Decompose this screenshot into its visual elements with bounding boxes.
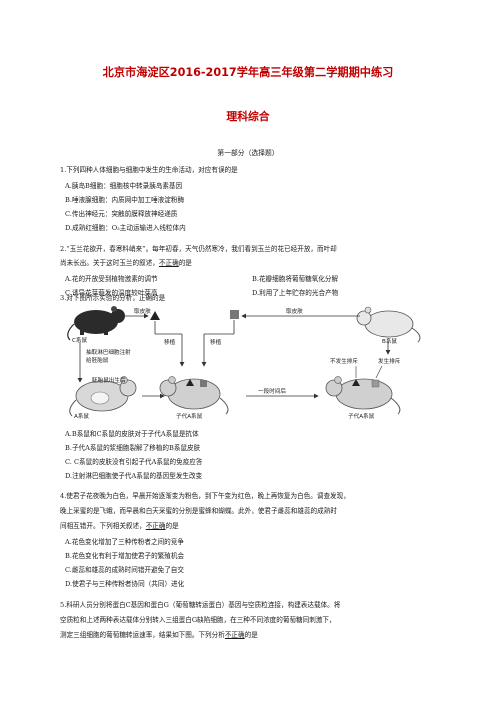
q4-stem-text: 间相互错开。下列相关叙述， <box>60 522 146 530</box>
fig-lymph-label: 抽取淋巴细胞注射给胚胎鼠 <box>86 350 131 364</box>
exam-title: 北京市海淀区2016-2017学年高三年级第二学期期中练习 <box>102 66 394 79</box>
q2-stem-line1: 2.“玉兰花欲开，春寒料峭来”。每年初春，天气仍然寒冷，我们看到玉兰的花已经开放… <box>60 245 337 253</box>
fig-c-mouse-label: C系鼠 <box>72 338 88 344</box>
c-mouse-image <box>67 306 125 341</box>
q2-option-b: B.花瓣细胞将葡萄糖氧化分解 <box>252 275 339 283</box>
b-mouse-image <box>356 306 421 343</box>
fig-skin-left-label: 取皮肤 <box>134 309 151 315</box>
q1-option-b: B.唾液腺细胞：内质网中加工唾液淀粉酶 <box>65 196 185 204</box>
q5-stem-line1: 5.科研人员分别将蛋白C基因和蛋白G（葡萄糖转运蛋白）基因与空质粒连接，构建表达… <box>60 601 341 609</box>
q5-stem-line2: 空质粒和上述两种表达载体分别转入三组蛋白G缺陷细胞，在三种不同浓度的葡萄糖同刺激… <box>60 616 336 624</box>
q3-option-c: C. C系鼠的皮肤没有引起子代A系鼠的免疫应答 <box>65 458 203 466</box>
q2-option-a: A.花的开放受到植物激素的调节 <box>65 275 158 283</box>
q1-stem: 1.下列四种人体细胞与细胞中发生的生命活动，对应有误的是 <box>60 166 238 174</box>
q5-stem-end: 的是 <box>244 631 258 639</box>
q2-stem-text: 尚未长出。关于这时玉兰的叙述， <box>60 259 159 267</box>
q5-stem-line3: 测定三组细胞的葡萄糖转运速率，结果如下图。下列分析不正确的是 <box>60 629 440 642</box>
b-skin-square <box>230 310 239 319</box>
q2-option-c: C.诱导花芽萌发的温度较叶芽高 <box>65 289 158 297</box>
q4-negation-mark: 不正确 <box>145 522 166 530</box>
fig-later-label: 一段时间后 <box>258 389 286 395</box>
child-a-mouse-middle <box>159 376 229 415</box>
section-heading: 第一部分（选择题） <box>217 149 279 157</box>
q4-stem-end: 的是 <box>165 522 179 530</box>
q3-experiment-figure: 取皮肤 取皮肤 移植 移植 C系鼠 B系鼠 抽取淋巴细胞注射给胚胎鼠 胚胎鼠出生… <box>64 304 429 422</box>
q3-option-a: A.B系鼠和C系鼠的皮肤对于子代A系鼠是抗体 <box>65 430 199 438</box>
q3-stem: 3.对下图所示实验的分析，正确的是 <box>60 294 166 302</box>
q2-negation-mark: 不正确 <box>158 259 179 267</box>
fig-skin-right-label: 取皮肤 <box>286 309 303 315</box>
fig-b-mouse-label: B系鼠 <box>382 339 398 345</box>
q4-option-b: B.花色变化有利于增加使君子的繁殖机会 <box>65 552 185 560</box>
fig-graft-label-1: 移植 <box>164 340 176 346</box>
q4-option-d: D.使君子与三种传粉者协同（共同）进化 <box>65 580 185 588</box>
exam-subtitle: 理科综合 <box>226 110 270 123</box>
q1-option-a: A.胰岛B细胞：细胞核中转录胰岛素基因 <box>65 182 183 190</box>
q2-option-d: D.利用了上年贮存的光合产物 <box>252 289 339 297</box>
fig-a-mouse-label: A系鼠 <box>74 414 90 420</box>
q4-stem-line2: 晚上采蜜的是飞蛾，而早晨和白天采蜜的分别是蜜蜂和蝴蝶。此外，使君子雌蕊和雄蕊的成… <box>60 507 337 515</box>
fig-no-reject-label: 不发生排斥 <box>330 359 358 365</box>
q1-option-d: D.成熟红细胞：O₂主动运输进入线粒体内 <box>65 224 186 232</box>
q4-option-a: A.花色变化增加了三种传粉者之间的竞争 <box>65 538 184 546</box>
child-a-mouse-right <box>325 376 401 415</box>
q2-stem-end: 的是 <box>178 259 192 267</box>
q3-option-d: D.注射淋巴细胞使子代A系鼠的基因型发生改变 <box>65 472 203 480</box>
fig-embryo-label: 胚胎鼠出生后 <box>92 378 126 384</box>
c-skin-triangle <box>150 311 160 320</box>
experiment-diagram <box>67 306 421 417</box>
q5-negation-mark: 不正确 <box>224 631 245 639</box>
q3-option-b: B.子代A系鼠的浆细胞裂解了移植的B系鼠皮肤 <box>65 444 201 452</box>
q2-stem-line2: 尚未长出。关于这时玉兰的叙述，不正确的是 <box>60 257 440 270</box>
q1-option-c: C.传出神经元：突触前膜释放神经递质 <box>65 210 178 218</box>
q5-stem-text: 测定三组细胞的葡萄糖转运速率，结果如下图。下列分析 <box>60 631 225 639</box>
fig-child-right-label: 子代A系鼠 <box>348 414 375 420</box>
q4-stem-line1: 4.使君子花夜晚为白色，早晨开始逐渐变为粉色，到下午变为红色，晚上再恢复为白色。… <box>60 492 350 500</box>
q4-option-c: C.雌蕊和雄蕊的成熟时间错开避免了自交 <box>65 566 184 574</box>
fig-graft-label-2: 移植 <box>210 340 222 346</box>
fig-child-middle-label: 子代A系鼠 <box>176 414 203 420</box>
fig-reject-label: 发生排斥 <box>378 359 401 365</box>
a-mouse-image <box>69 376 137 417</box>
q4-stem-line3: 间相互错开。下列相关叙述，不正确的是 <box>60 520 440 533</box>
